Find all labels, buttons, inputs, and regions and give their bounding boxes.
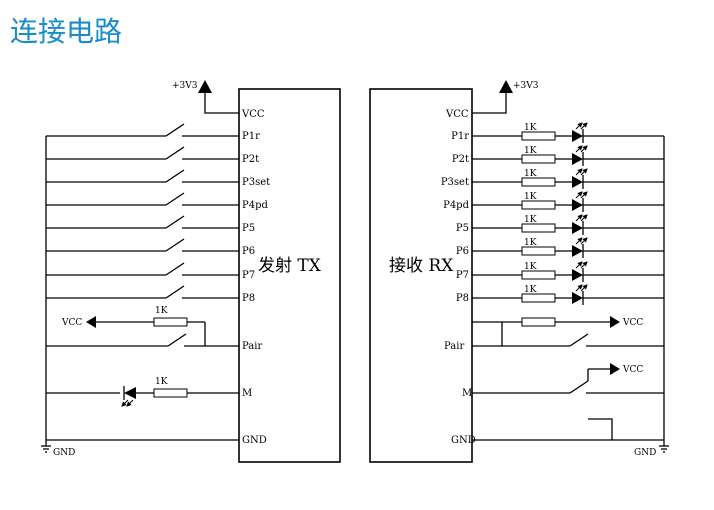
tx-gnd-label: GND — [53, 448, 75, 458]
rx-pin-label: P2t — [452, 154, 469, 165]
rx-m-vcc-label: VCC — [622, 365, 643, 375]
rx-led-row: 1K P6 — [456, 237, 664, 258]
rx-led-resistor — [521, 293, 556, 303]
rx-led — [572, 245, 583, 257]
tx-switch-row: P1r — [46, 123, 260, 142]
rx-pair-pin: Pair — [444, 341, 464, 352]
rx-led — [572, 130, 583, 142]
rx-led — [572, 292, 583, 304]
tx-m-resistor — [153, 388, 188, 398]
rx-pin-label: P5 — [456, 223, 469, 234]
rx-resistor-label: 1K — [524, 192, 537, 202]
rx-led — [572, 199, 583, 211]
tx-pin-label: P8 — [242, 293, 255, 304]
tx-pin-label: P1r — [242, 131, 260, 142]
rx-resistor-label: 1K — [524, 123, 537, 133]
rx-led — [572, 269, 583, 281]
rx-vcc-pin: VCC — [445, 109, 469, 120]
tx-pin-label: P7 — [242, 270, 255, 281]
tx-pin-label: P6 — [242, 246, 255, 257]
rx-led-resistor — [521, 246, 556, 256]
tx-pair-resistor — [153, 317, 188, 327]
rx-led — [572, 153, 583, 165]
rx-supply-label: +3V3 — [513, 81, 539, 91]
rx-resistor-label: 1K — [524, 262, 537, 272]
tx-pair-pin: Pair — [242, 341, 262, 352]
tx-supply-label: +3V3 — [172, 81, 198, 91]
rx-led-row: 1K P8 — [456, 284, 664, 305]
rx-led-resistor — [521, 223, 556, 233]
tx-pair-circuit: 1K VCC — [46, 306, 239, 347]
rx-pin-label: P4pd — [443, 200, 469, 211]
tx-switch-row: P4pd — [46, 192, 268, 211]
rx-pair-vcc-label: VCC — [622, 318, 643, 328]
tx-pair-resistor-label: 1K — [155, 306, 168, 316]
tx-module — [238, 88, 341, 463]
tx-module-label: 发射 TX — [258, 256, 322, 276]
rx-m-circuit: VCC — [472, 363, 664, 394]
rx-led-row: 1K P5 — [456, 214, 664, 235]
rx-resistor-label: 1K — [524, 285, 537, 295]
tx-switch — [165, 169, 185, 183]
rx-resistor-label: 1K — [524, 169, 537, 179]
rx-led — [572, 176, 583, 188]
rx-pin-label: P3set — [441, 177, 469, 188]
rx-module-label: 接收 RX — [389, 256, 454, 276]
tx-switch — [165, 238, 185, 252]
tx-pair-vcc-label: VCC — [61, 318, 82, 328]
rx-m-pin: M — [462, 388, 472, 399]
rx-led-resistor — [521, 270, 556, 280]
tx-m-circuit: 1K — [46, 377, 239, 407]
rx-resistor-label: 1K — [524, 238, 537, 248]
rx-led-resistor — [521, 200, 556, 210]
rx-resistor-label: 1K — [524, 215, 537, 225]
rx-ground: GND — [472, 418, 669, 458]
tx-switch-row: P6 — [46, 238, 255, 257]
rx-resistor-label: 1K — [524, 146, 537, 156]
rx-led-row: 1K P2t — [452, 145, 664, 166]
rx-pin-label: P1r — [451, 131, 469, 142]
tx-switch-row: P2t — [46, 146, 259, 165]
tx-switch — [165, 123, 185, 137]
rx-led-row: 1K P1r — [451, 122, 664, 143]
tx-switch — [165, 192, 185, 206]
rx-led-row: 1K P4pd — [443, 191, 664, 212]
tx-vcc-pin: VCC — [241, 109, 265, 120]
tx-switch-row: P5 — [46, 215, 255, 234]
tx-switch-row: P7 — [46, 262, 255, 281]
rx-pair-circuit: VCC — [472, 316, 664, 347]
tx-m-resistor-label: 1K — [155, 377, 168, 387]
rx-led-resistor — [521, 154, 556, 164]
rx-led-row: 1K P7 — [456, 261, 664, 282]
tx-pin-label: P2t — [242, 154, 259, 165]
rx-gnd-pin: GND — [451, 435, 476, 446]
tx-m-led — [124, 387, 136, 399]
page-title: 连接电路 — [10, 15, 123, 48]
tx-pin-label: P4pd — [242, 200, 268, 211]
tx-switch — [165, 215, 185, 229]
tx-switch — [165, 285, 185, 299]
rx-pair-resistor — [521, 317, 556, 327]
rx-gnd-label: GND — [634, 448, 656, 458]
rx-led-resistor — [521, 177, 556, 187]
tx-switch — [165, 146, 185, 160]
rx-led-row: 1K P3set — [441, 168, 664, 189]
tx-pin-label: P5 — [242, 223, 255, 234]
rx-led-resistor — [521, 131, 556, 141]
rx-module — [369, 88, 473, 463]
tx-pin-label: P3set — [242, 177, 270, 188]
rx-supply: +3V3 — [472, 80, 539, 114]
tx-m-pin: M — [242, 388, 252, 399]
tx-switch-row: P8 — [46, 285, 255, 304]
rx-pin-label: P6 — [456, 246, 469, 257]
rx-pin-label: P8 — [456, 293, 469, 304]
tx-switch — [165, 262, 185, 276]
tx-supply: +3V3 — [172, 80, 239, 114]
rx-led — [572, 222, 583, 234]
rx-pin-label: P7 — [456, 270, 469, 281]
tx-switch-row: P3set — [46, 169, 270, 188]
tx-gnd-pin: GND — [242, 435, 267, 446]
tx-ground: GND — [41, 439, 239, 458]
